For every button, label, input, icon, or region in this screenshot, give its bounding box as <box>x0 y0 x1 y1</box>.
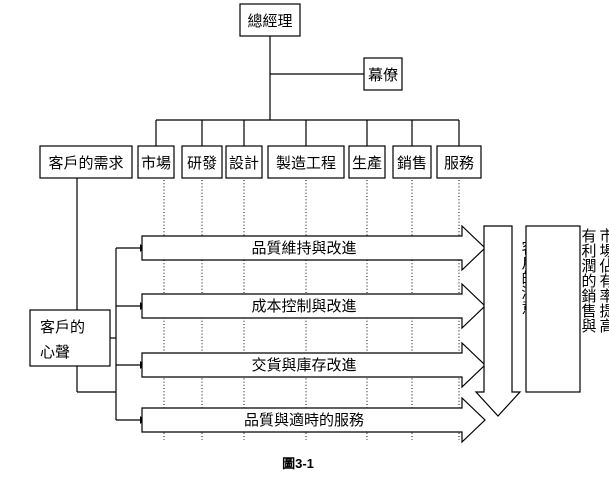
customer-needs-label: 客戶的需求 <box>48 155 123 172</box>
hierarchy-lines <box>155 36 460 146</box>
department-label: 市場 <box>141 155 171 172</box>
department-label: 製造工程 <box>276 155 336 172</box>
figure-caption: 圖3-1 <box>282 456 314 471</box>
general-manager-label: 總經理 <box>247 12 292 30</box>
voice-bracket <box>76 244 145 424</box>
general-manager-box: 總經理 <box>239 3 301 37</box>
satisfaction-arrow: 客戶的滿意 <box>461 225 536 417</box>
customer-voice-label-line2: 心聲 <box>40 344 70 361</box>
flow-arrow-quality-maintenance: 品質維持與改進 <box>141 224 486 272</box>
department-box-service: 服務 <box>436 145 482 179</box>
department-box-sales: 銷售 <box>392 145 432 179</box>
staff-box: 幕僚 <box>363 57 403 91</box>
flow-label: 品質維持與改進 <box>251 239 356 257</box>
department-boxes: 市場 研發 設計 製造工程 生產 銷售 服務 <box>137 145 482 179</box>
customer-needs-box: 客戶的需求 <box>39 145 133 179</box>
department-label: 銷售 <box>397 155 427 172</box>
flow-label: 成本控制與改進 <box>251 298 356 315</box>
flow-arrow-cost-control: 成本控制與改進 <box>141 282 486 330</box>
flow-label: 交貨與庫存改進 <box>251 356 356 374</box>
flow-arrow-quality-service: 品質與適時的服務 <box>141 396 486 444</box>
department-box-rnd: 研發 <box>181 145 223 179</box>
flow-label: 品質與適時的服務 <box>244 411 364 429</box>
department-box-manufacturing-engineering: 製造工程 <box>267 145 345 179</box>
department-label: 研發 <box>187 155 217 172</box>
customer-voice-box: 客戶的 心聲 <box>29 309 111 367</box>
department-box-design: 設計 <box>225 145 263 179</box>
customer-voice-label-line1: 客戶的 <box>40 319 85 336</box>
department-box-production: 生產 <box>348 145 386 179</box>
flow-arrow-delivery-inventory: 交貨與庫存改進 <box>141 341 486 389</box>
department-box-market: 市場 <box>137 145 175 179</box>
staff-label: 幕僚 <box>368 67 398 84</box>
department-label: 設計 <box>229 155 259 172</box>
department-label: 服務 <box>444 155 474 172</box>
department-label: 生產 <box>352 155 382 172</box>
